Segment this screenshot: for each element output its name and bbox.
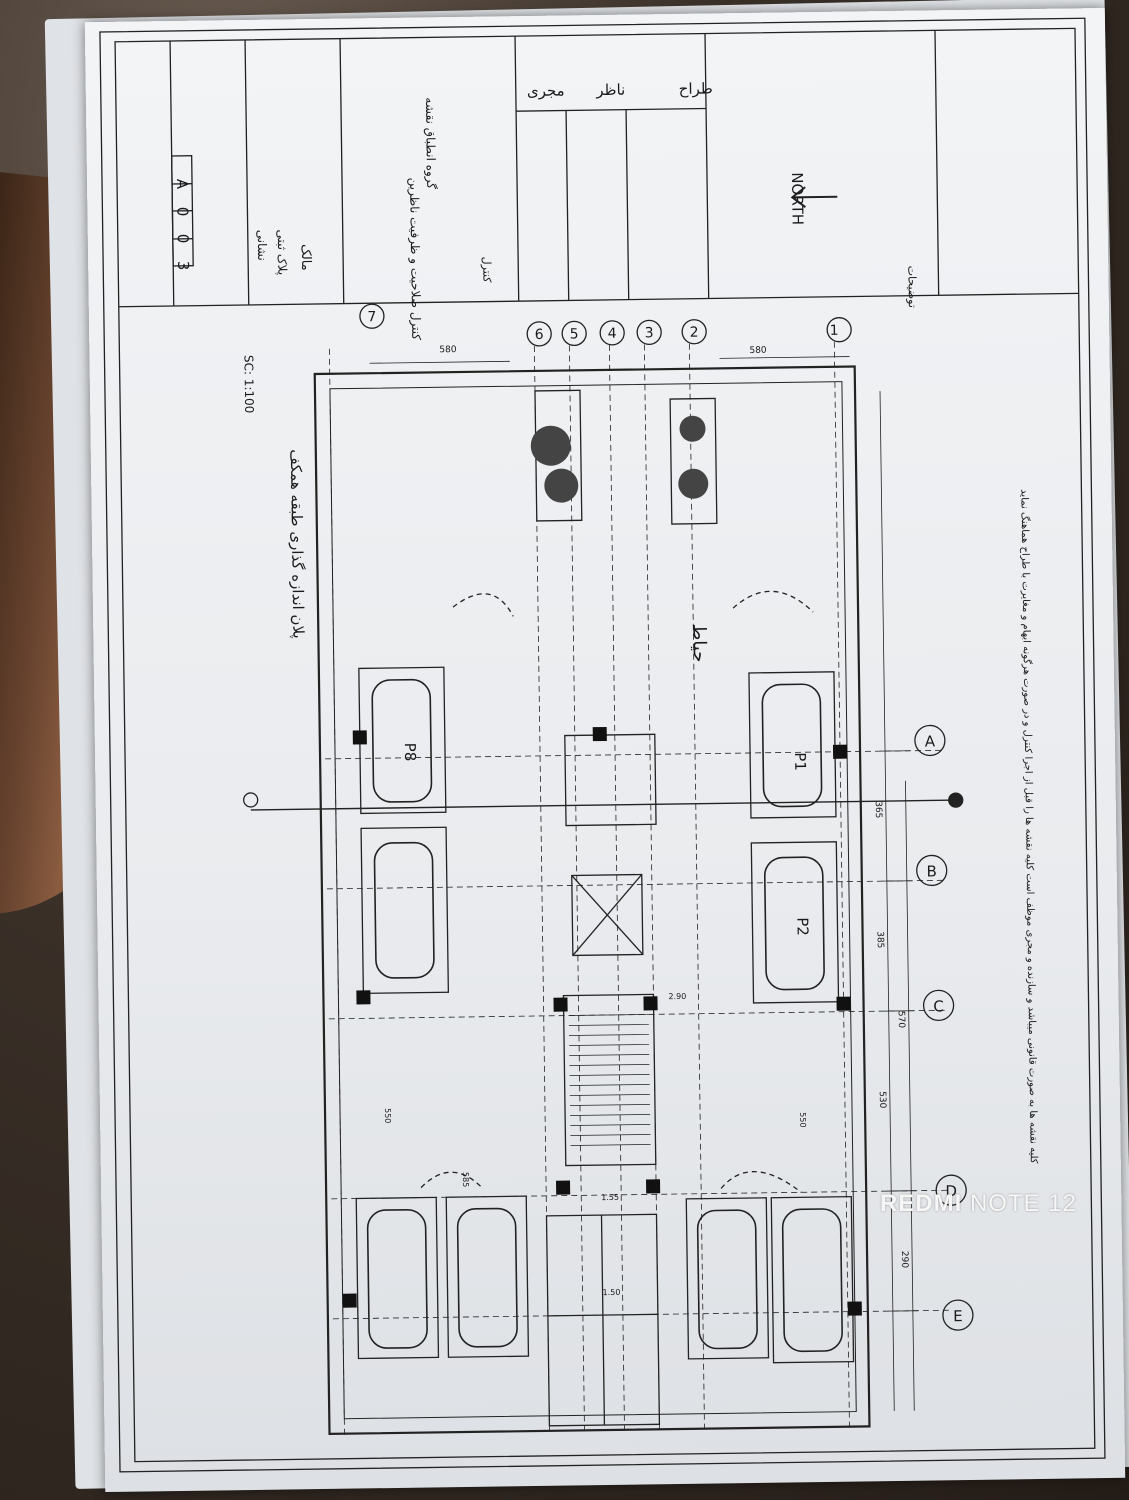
plants — [530, 415, 709, 503]
grid-letter-a: A — [925, 732, 936, 750]
general-note: کلیه نقشه ها به صورت قانونی میباشد و ساز… — [1018, 489, 1039, 1164]
owner-label: مالک — [298, 244, 313, 271]
sheet-code-4: 3 — [174, 261, 192, 271]
group-label: گروه انطباق نقشه — [422, 97, 438, 189]
title-block — [118, 30, 1079, 308]
lobby-room — [564, 733, 657, 827]
parking-label-p8: P8 — [401, 743, 419, 762]
section-line — [250, 799, 956, 811]
watermark-model: NOTE 12 — [969, 1190, 1077, 1217]
dimension-lines — [369, 356, 918, 1412]
grid-letter-d: D — [945, 1182, 957, 1200]
role-designer: طراح — [679, 79, 713, 97]
dim-290: 290 — [899, 1251, 909, 1269]
sheet-code-3: 0 — [174, 234, 192, 244]
grid-letter-c: C — [933, 997, 944, 1015]
stair-treads — [568, 1014, 651, 1146]
yard-label: حیاط — [688, 624, 710, 663]
planter-right — [669, 397, 718, 525]
plan-title: پلان اندازه گذاری طبقه همکف — [286, 449, 308, 639]
sheet-code-2: 0 — [173, 207, 191, 217]
grid-number-7: 7 — [367, 309, 376, 325]
grid-letter-b: B — [926, 862, 937, 880]
notes-label: توضیحات — [905, 266, 919, 308]
grid-bubbles — [359, 303, 974, 1331]
grid-number-2: 2 — [690, 325, 699, 341]
dim-580-right: 580 — [749, 346, 767, 356]
grid-number-3: 3 — [645, 325, 654, 341]
dim-1-50: 1.50 — [603, 1288, 621, 1297]
dim-530: 530 — [877, 1091, 887, 1109]
grid-letter-e: E — [953, 1307, 963, 1325]
watermark-brand: REDMI — [879, 1190, 963, 1217]
dim-570: 570 — [896, 1011, 906, 1029]
control-label: کنترل — [480, 257, 493, 284]
stair-core — [562, 993, 657, 1167]
building-outline — [313, 365, 871, 1436]
grid-number-5: 5 — [570, 326, 579, 342]
north-label: NORTH — [788, 172, 807, 225]
grid-number-1: 1 — [830, 323, 839, 339]
parking-bays — [355, 666, 855, 1364]
elevator-shaft — [571, 873, 644, 957]
sheet-frame — [99, 17, 1106, 1473]
sheet-inner-frame — [114, 27, 1096, 1463]
section-mark-left — [243, 792, 259, 808]
dim-365: 365 — [873, 801, 883, 818]
dim-585: 585 — [461, 1172, 470, 1187]
dim-550-left: 550 — [383, 1108, 392, 1123]
dim-2-90: 2.90 — [668, 992, 686, 1001]
sheet-code-1: A — [173, 179, 191, 190]
plate-label: پلاک ثبتی — [275, 229, 290, 275]
grid-lines — [325, 341, 953, 1439]
scale-label: SC: 1:100 — [241, 355, 256, 414]
role-contractor: مجری — [527, 81, 565, 100]
floor-plan-drawing: طراح ناظر مجری گروه انطباق نقشه کنترل صل… — [99, 17, 1106, 1473]
dim-385: 385 — [875, 931, 885, 948]
dim-580-left: 580 — [439, 345, 457, 355]
dim-1-55: 1.55 — [601, 1193, 619, 1202]
building-inner-wall — [329, 381, 857, 1420]
grid-number-6: 6 — [535, 327, 544, 343]
role-supervisor: ناظر — [595, 81, 625, 99]
control-full-label: کنترل صلاحیت و ظرفیت ناظرین — [406, 178, 423, 341]
camera-watermark: REDMI NOTE 12 — [880, 1190, 1077, 1218]
columns — [342, 726, 862, 1316]
address-label: نشانی — [255, 230, 269, 261]
parking-label-p2: P2 — [793, 917, 811, 936]
dim-550-right: 550 — [798, 1112, 807, 1127]
cars — [366, 678, 843, 1353]
grid-number-4: 4 — [608, 326, 617, 342]
section-mark-right — [948, 792, 964, 808]
drawing-sheet: طراح ناظر مجری گروه انطباق نقشه کنترل صل… — [84, 7, 1126, 1493]
parking-label-p1: P1 — [791, 752, 809, 771]
